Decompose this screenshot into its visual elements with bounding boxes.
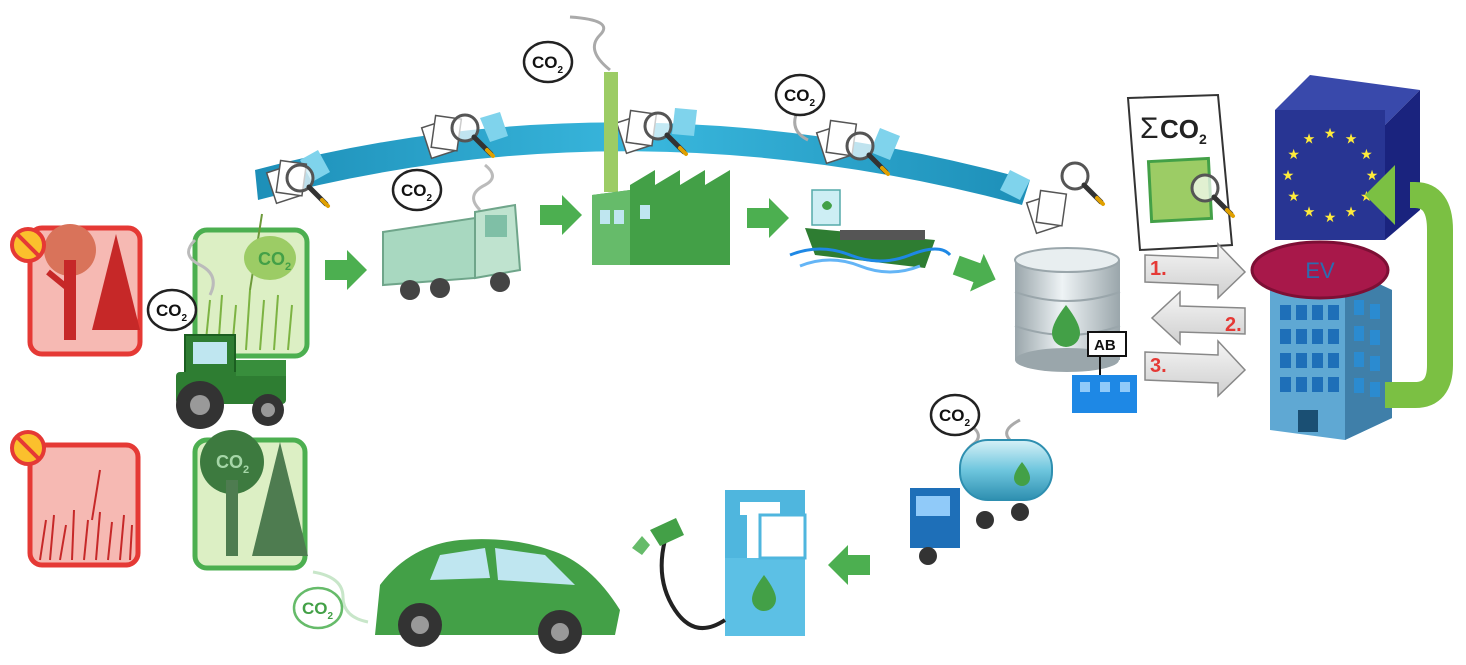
svg-text:CO2: CO2 bbox=[532, 53, 564, 76]
office-building-icon bbox=[1270, 268, 1392, 440]
eu-star: ★ bbox=[1287, 188, 1300, 204]
band-chevrons bbox=[300, 108, 1030, 200]
building-window bbox=[1312, 305, 1323, 320]
svg-text:CO2: CO2 bbox=[258, 249, 291, 273]
fuel-pump-icon bbox=[632, 490, 807, 636]
no-sign-icon bbox=[10, 227, 46, 263]
step-arrow-2: 2. bbox=[1150, 290, 1246, 346]
eu-star: ★ bbox=[1366, 167, 1379, 183]
building-window bbox=[1280, 329, 1291, 344]
flow-arrow bbox=[747, 198, 789, 238]
svg-text:2.: 2. bbox=[1225, 314, 1242, 336]
building-window bbox=[1354, 326, 1364, 341]
building-window bbox=[1370, 356, 1380, 371]
building-window bbox=[1328, 305, 1339, 320]
svg-text:CO2: CO2 bbox=[1160, 114, 1207, 147]
truck-icon bbox=[382, 163, 522, 300]
building-window bbox=[1296, 329, 1307, 344]
step-arrow-3: 3. bbox=[1144, 339, 1247, 398]
svg-text:CO2: CO2 bbox=[156, 301, 188, 324]
eu-cube-icon: ★★★★★★★★★★★★ bbox=[1275, 75, 1420, 240]
building-window bbox=[1354, 378, 1364, 393]
forbidden-grassland-panel bbox=[27, 442, 141, 568]
building-window bbox=[1370, 304, 1380, 319]
svg-text:AB: AB bbox=[1094, 337, 1116, 354]
sustainable-forest-panel: CO2 bbox=[192, 430, 308, 571]
svg-text:CO2: CO2 bbox=[216, 452, 249, 476]
ab-registry-building: AB bbox=[1072, 331, 1137, 413]
building-window bbox=[1312, 329, 1323, 344]
svg-text:CO2: CO2 bbox=[939, 406, 971, 429]
building-window bbox=[1312, 353, 1323, 368]
flow-arrow bbox=[325, 250, 367, 290]
building-windows bbox=[1280, 300, 1380, 397]
flow-arrow bbox=[828, 545, 870, 585]
car-icon bbox=[312, 539, 620, 654]
building-window bbox=[1280, 353, 1291, 368]
ship-icon bbox=[789, 109, 952, 274]
building-window bbox=[1296, 353, 1307, 368]
eu-stars: ★★★★★★★★★★★★ bbox=[1282, 125, 1379, 225]
eu-star: ★ bbox=[1345, 131, 1358, 147]
eu-return-arrow bbox=[1365, 165, 1453, 408]
ev-badge: EV bbox=[1250, 240, 1390, 300]
svg-text:Σ: Σ bbox=[1140, 112, 1159, 145]
eu-star: ★ bbox=[1360, 146, 1373, 162]
eu-star: ★ bbox=[1303, 203, 1316, 219]
pine-tree-icon bbox=[92, 234, 140, 330]
co2-bubble-factory: CO2 bbox=[522, 40, 574, 84]
building-window bbox=[1280, 377, 1291, 392]
tanker-truck-icon bbox=[910, 418, 1053, 565]
eu-star: ★ bbox=[1324, 209, 1337, 225]
svg-text:1.: 1. bbox=[1150, 258, 1167, 280]
building-window bbox=[1312, 377, 1323, 392]
building-window bbox=[1296, 305, 1307, 320]
deciduous-tree-icon bbox=[44, 224, 96, 340]
eu-star: ★ bbox=[1287, 146, 1300, 162]
building-window bbox=[1354, 352, 1364, 367]
eu-star: ★ bbox=[1282, 167, 1295, 183]
building-window bbox=[1280, 305, 1291, 320]
co2-bubble-ship: CO2 bbox=[774, 73, 826, 117]
co2-bubble-tanker: CO2 bbox=[929, 393, 981, 437]
building-window bbox=[1328, 353, 1339, 368]
step-arrow-1: 1. bbox=[1144, 242, 1247, 300]
building-window bbox=[1370, 382, 1380, 397]
svg-text:3.: 3. bbox=[1150, 355, 1167, 377]
building-window bbox=[1296, 377, 1307, 392]
svg-text:CO2: CO2 bbox=[302, 599, 334, 622]
co2-bubble-car: CO2 bbox=[292, 586, 344, 630]
flow-arrow bbox=[949, 246, 1003, 299]
magnifier-icon bbox=[1062, 163, 1103, 204]
svg-text:CO2: CO2 bbox=[401, 181, 433, 204]
building-window bbox=[1328, 377, 1339, 392]
grass-icon bbox=[39, 469, 133, 561]
eu-star: ★ bbox=[1345, 203, 1358, 219]
building-window bbox=[1370, 330, 1380, 345]
factory-icon bbox=[569, 15, 730, 265]
no-sign-icon bbox=[10, 430, 46, 466]
cloud-co2-icon: CO2 bbox=[244, 236, 296, 280]
svg-text:EV: EV bbox=[1305, 258, 1335, 283]
forbidden-forest-panel bbox=[27, 224, 143, 357]
tractor-icon bbox=[176, 238, 286, 429]
pine-tree-icon bbox=[252, 442, 308, 556]
deciduous-tree-icon: CO2 bbox=[200, 430, 264, 556]
sigma-co2-document: Σ CO2 bbox=[1126, 93, 1233, 252]
eu-star: ★ bbox=[1324, 125, 1337, 141]
flow-arrow bbox=[540, 195, 582, 235]
co2-bubble-truck: CO2 bbox=[391, 168, 443, 212]
co2-bubble-tractor: CO2 bbox=[146, 288, 198, 332]
building-window bbox=[1354, 300, 1364, 315]
sustainable-grassland-panel: CO2 bbox=[192, 213, 310, 359]
building-window bbox=[1328, 329, 1339, 344]
audit-document-5 bbox=[1025, 189, 1068, 235]
eu-star: ★ bbox=[1303, 131, 1316, 147]
svg-text:CO2: CO2 bbox=[784, 86, 816, 109]
